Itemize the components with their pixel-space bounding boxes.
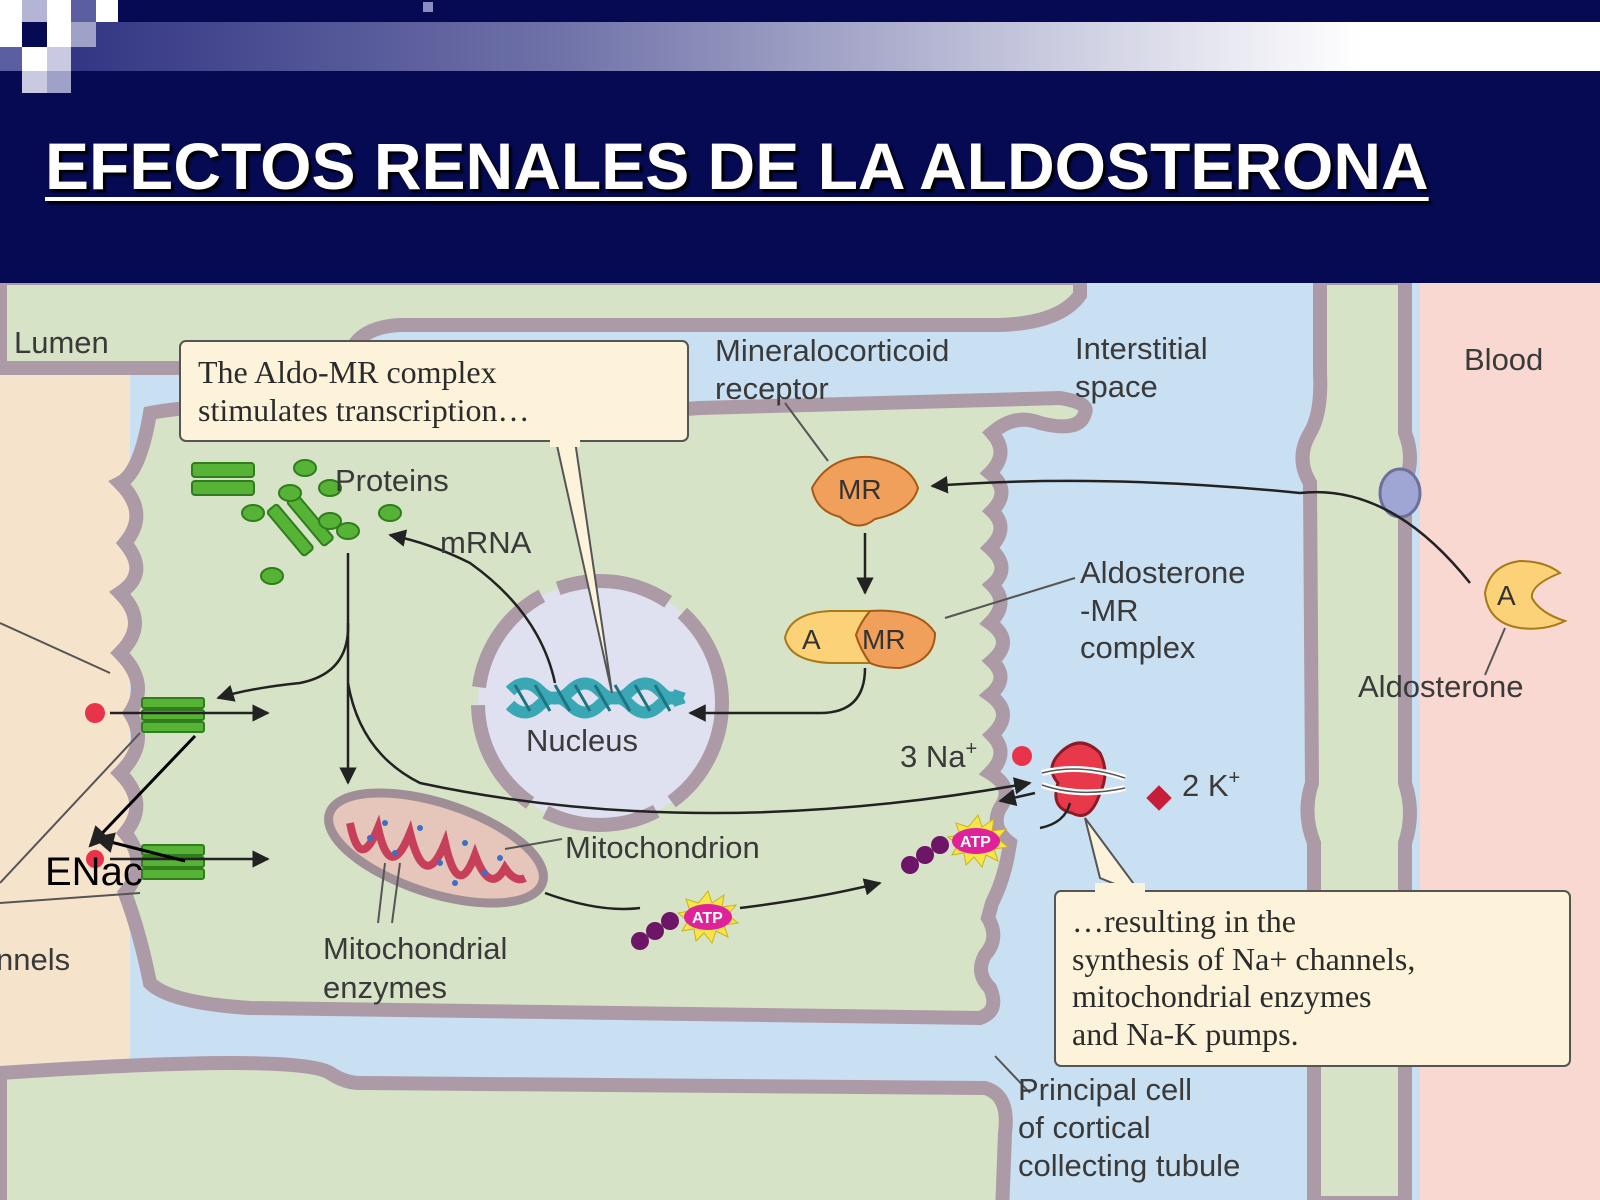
na-k-pump bbox=[1041, 741, 1126, 817]
callout-synthesis-line4: and Na-K pumps. bbox=[1072, 1016, 1299, 1052]
header-decoration-square bbox=[47, 71, 71, 93]
cell-label-line1: Principal cell bbox=[1018, 1072, 1192, 1107]
lumen-label: Lumen bbox=[14, 325, 109, 360]
nucleus-label: Nucleus bbox=[526, 723, 638, 758]
callout-synthesis-line2: synthesis of Na+ channels, bbox=[1072, 941, 1415, 977]
callout-synthesis bbox=[1054, 817, 1571, 1067]
aldosterone-diagram: MR A MR A ATP ATP bbox=[0, 283, 1600, 1200]
atp-label: ATP bbox=[960, 834, 991, 851]
potassium-label: 2 K+ bbox=[1182, 767, 1240, 803]
blood-label: Blood bbox=[1464, 342, 1543, 377]
leader-lines bbox=[0, 402, 1506, 1094]
slide-header: EFECTOS RENALES DE LA ALDOSTERONA bbox=[0, 0, 1600, 283]
atp-label: ATP bbox=[692, 910, 723, 927]
header-decoration-square bbox=[47, 47, 71, 71]
header-gradient-band bbox=[0, 22, 1600, 71]
header-decoration-square bbox=[0, 47, 22, 71]
header-decoration-square bbox=[22, 47, 47, 71]
cell-label-line2: of cortical bbox=[1018, 1110, 1151, 1145]
channels-partial-label: nnels bbox=[0, 942, 70, 977]
complex-label-line2: -MR bbox=[1080, 593, 1139, 628]
mr-label: MR bbox=[838, 474, 882, 505]
mitochondrion-label: Mitochondrion bbox=[565, 830, 760, 865]
header-decoration-square bbox=[96, 0, 118, 22]
callout-synthesis-line1: …resulting in the bbox=[1072, 903, 1296, 939]
atp-molecule bbox=[901, 813, 1010, 874]
interstitial-label-line2: space bbox=[1075, 369, 1158, 404]
header-decoration-square bbox=[47, 22, 71, 47]
proteins-cluster bbox=[191, 459, 402, 585]
enac-pointer-arrows bbox=[88, 734, 197, 863]
lumen-region bbox=[0, 283, 130, 1200]
callout-transcription bbox=[179, 340, 689, 694]
cell-label-line3: collecting tubule bbox=[1018, 1148, 1240, 1183]
proteins-label: Proteins bbox=[335, 463, 449, 498]
header-decoration-square bbox=[22, 71, 47, 93]
aldosterone-label: Aldosterone bbox=[1358, 669, 1523, 704]
mitochondrion bbox=[324, 788, 548, 908]
mito-enzymes-label-line2: enzymes bbox=[323, 970, 447, 1005]
aldosterone-mr-complex bbox=[783, 609, 937, 670]
header-decoration-square bbox=[71, 0, 96, 22]
header-decoration-square bbox=[71, 22, 96, 47]
diagram-svg: MR A MR A ATP ATP bbox=[0, 283, 1600, 1200]
mrna-label: mRNA bbox=[440, 525, 532, 560]
mineralocorticoid-receptor bbox=[810, 455, 920, 527]
callout-transcription-line1: The Aldo-MR complex bbox=[198, 354, 497, 390]
aldosterone-molecule bbox=[1483, 559, 1568, 630]
header-decoration-square bbox=[0, 22, 22, 47]
complex-label-line1: Aldosterone bbox=[1080, 555, 1245, 590]
callout-synthesis-line3: mitochondrial enzymes bbox=[1072, 978, 1371, 1014]
sodium-ion bbox=[1012, 746, 1032, 766]
header-decoration-square bbox=[0, 0, 22, 22]
slide-title: EFECTOS RENALES DE LA ALDOSTERONA bbox=[45, 129, 1429, 203]
mito-enzymes-label-line1: Mitochondrial bbox=[323, 931, 507, 966]
pathway-arrows bbox=[110, 476, 1471, 911]
enac-channel-upper bbox=[141, 697, 205, 733]
complex-label-line3: complex bbox=[1080, 630, 1196, 665]
aldosterone-a-label: A bbox=[1497, 580, 1516, 611]
callout-transcription-line2: stimulates transcription… bbox=[198, 392, 530, 428]
header-decoration-square bbox=[22, 0, 47, 22]
complex-a-label: A bbox=[802, 624, 821, 655]
complex-mr-label: MR bbox=[862, 624, 906, 655]
dna-helix bbox=[505, 677, 686, 719]
receptor-label-line2: receptor bbox=[715, 371, 829, 406]
header-decoration-dot bbox=[423, 2, 433, 12]
sodium-label: 3 Na+ bbox=[900, 738, 977, 774]
receptor-label-line1: Mineralocorticoid bbox=[715, 333, 949, 368]
header-decoration-square bbox=[47, 0, 71, 22]
sodium-ion bbox=[86, 850, 104, 868]
header-decoration-square bbox=[22, 22, 47, 47]
sodium-ion bbox=[85, 703, 105, 723]
interstitial-label-line1: Interstitial bbox=[1075, 331, 1208, 366]
atp-molecule bbox=[631, 889, 740, 950]
lower-neighbor-cell bbox=[0, 1056, 1013, 1200]
enac-channel-lower bbox=[141, 844, 205, 880]
enac-label: ENac bbox=[45, 850, 143, 894]
